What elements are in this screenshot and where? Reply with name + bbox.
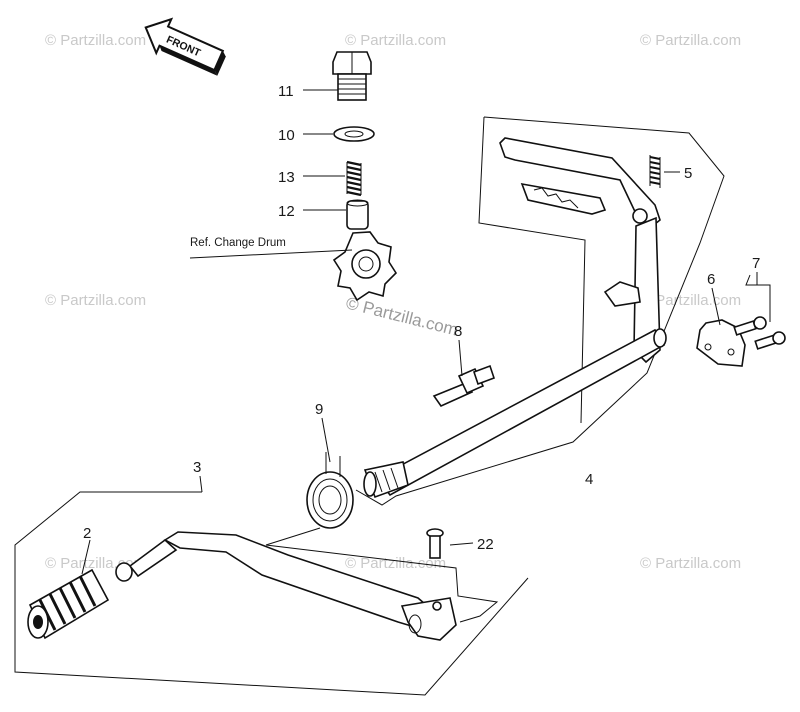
part-11-bolt (332, 51, 372, 101)
part-8-stud (432, 364, 496, 408)
front-arrow-icon: FRONT (144, 17, 226, 76)
watermark-top-center: © Partzilla.com (345, 32, 446, 49)
part-2-pedal-rubber (27, 568, 110, 640)
callout-numbers: 11 10 13 12 5 6 7 8 9 3 4 2 22 (83, 83, 760, 553)
assembly-outlines (14, 116, 725, 696)
watermark-center: © Partzilla.com (344, 293, 460, 339)
callout-8: 8 (454, 323, 462, 340)
callout-7: 7 (752, 255, 760, 272)
callout-13: 13 (278, 169, 295, 186)
callout-5: 5 (684, 165, 692, 182)
callout-2: 2 (83, 525, 91, 542)
part-10-washer (333, 126, 375, 142)
callout-6: 6 (707, 271, 715, 288)
ref-change-drum-label: Ref. Change Drum (190, 237, 286, 249)
part-3-pedal-arm (115, 531, 457, 641)
part-9-spring (306, 452, 354, 529)
part-13-spring (346, 160, 362, 197)
watermark-top-right: © Partzilla.com (640, 32, 741, 49)
leader-lines (81, 89, 771, 575)
watermark-top-left: © Partzilla.com (45, 32, 146, 49)
callout-10: 10 (278, 127, 295, 144)
watermark-bottom-right: © Partzilla.com (640, 555, 741, 572)
callout-22: 22 (477, 536, 494, 553)
watermarks: © Partzilla.com © Partzilla.com © Partzi… (45, 32, 741, 572)
part-12-pin (346, 199, 369, 230)
part-4-shift-shaft (363, 137, 667, 499)
watermark-bottom-center: © Partzilla.com (345, 555, 446, 572)
callout-12: 12 (278, 203, 295, 220)
watermark-mid-left: © Partzilla.com (45, 292, 146, 309)
part-5-spring (649, 155, 661, 188)
callout-11: 11 (278, 83, 294, 100)
callout-3: 3 (193, 459, 201, 476)
callout-9: 9 (315, 401, 323, 418)
part-7-screws (733, 316, 786, 350)
part-22-bolt (426, 528, 444, 559)
part-6-bracket (696, 319, 746, 367)
callout-4: 4 (585, 471, 593, 488)
change-drum-star (332, 231, 398, 302)
